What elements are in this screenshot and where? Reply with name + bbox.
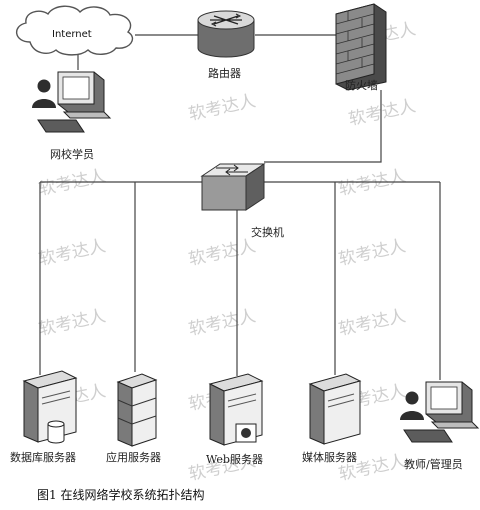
student-workstation: 网校学员	[32, 71, 112, 161]
cloud-icon	[16, 5, 134, 56]
app-server-label: 应用服务器	[106, 450, 161, 464]
watermark: 软考达人	[337, 236, 408, 270]
server-icon	[208, 373, 264, 446]
watermark: 软考达人	[37, 166, 108, 200]
database-server: 数据库服务器	[10, 370, 78, 464]
computer-icon	[37, 71, 112, 133]
firewall-label: 防火墙	[345, 78, 378, 92]
watermark: 软考达人	[337, 166, 408, 200]
user-icon	[400, 391, 424, 420]
teacher-label: 教师/管理员	[404, 457, 463, 471]
database-icon	[47, 420, 65, 444]
student-label: 网校学员	[50, 147, 94, 161]
link-firewall-switch	[264, 90, 382, 163]
router-icon	[197, 10, 255, 58]
watermark: 软考达人	[347, 96, 418, 130]
router: 路由器	[197, 10, 255, 80]
user-icon	[32, 79, 56, 108]
watermark: 软考达人	[337, 306, 408, 340]
figure-caption: 图1 在线网络学校系统拓扑结构	[37, 487, 204, 502]
server-icon	[308, 373, 362, 445]
firewall-icon	[335, 3, 387, 91]
web-server: Web服务器	[206, 373, 264, 466]
watermark: 软考达人	[37, 236, 108, 270]
switch: 交换机	[200, 163, 284, 239]
internet-cloud: Internet	[16, 5, 134, 56]
web-server-label: Web服务器	[206, 453, 263, 466]
watermark: 软考达人	[187, 91, 258, 125]
teacher-workstation: 教师/管理员	[400, 381, 480, 471]
watermark: 软考达人	[37, 306, 108, 340]
media-server-label: 媒体服务器	[302, 450, 357, 464]
db-server-label: 数据库服务器	[10, 450, 76, 464]
watermark: 软考达人	[187, 306, 258, 340]
computer-icon	[403, 381, 480, 443]
media-server: 媒体服务器	[302, 373, 362, 464]
router-label: 路由器	[208, 66, 241, 80]
switch-label: 交换机	[251, 225, 284, 239]
server-icon	[22, 370, 78, 443]
switch-icon	[200, 163, 266, 211]
internet-label: Internet	[52, 29, 92, 40]
application-server: 应用服务器	[106, 373, 161, 464]
firewall: 防火墙	[335, 3, 387, 92]
server-icon	[116, 373, 158, 447]
watermark: 软考达人	[187, 236, 258, 270]
